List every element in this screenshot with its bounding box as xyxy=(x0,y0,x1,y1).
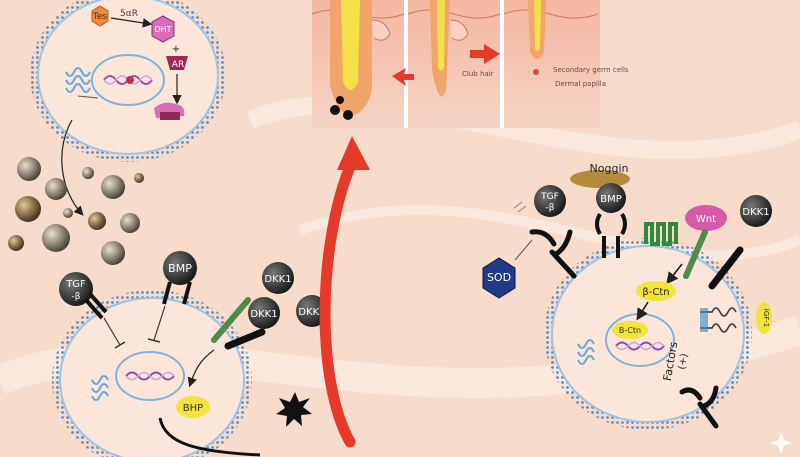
bhp-protein-icon xyxy=(176,396,210,418)
output-arrow xyxy=(158,417,261,457)
dht-label: DHT xyxy=(154,25,171,34)
growth-arrow-head xyxy=(337,136,370,170)
igf-receptor-icon xyxy=(700,307,737,317)
signal-wave-icon xyxy=(91,375,109,401)
bctn-nucleus-label: B-Ctn xyxy=(619,326,641,335)
tgf-label: TGF xyxy=(540,192,559,202)
sod-hexagon-icon xyxy=(482,257,516,299)
tgf-beta-ligand-icon xyxy=(534,185,566,217)
catagen-stage xyxy=(408,0,500,128)
signal-wave-icon xyxy=(65,67,91,93)
bctn-protein-icon xyxy=(636,281,676,301)
secondary-germ-label: Secondary germ cells xyxy=(553,66,629,74)
bhp-label: BHP xyxy=(183,403,203,414)
dermal-papilla-label: Dermal papilla xyxy=(555,80,606,88)
tgf-label: TGF xyxy=(65,279,86,290)
stage-arrow-icon xyxy=(470,44,500,64)
signal-wave-icon xyxy=(577,339,595,365)
bctn-label: β-Ctn xyxy=(642,287,669,298)
secreted-particles xyxy=(8,157,144,265)
wnt-ligand-icon xyxy=(685,205,727,231)
noggin-protein-icon xyxy=(570,170,630,188)
lrp-coreceptor-icon xyxy=(224,328,266,350)
lrp-coreceptor-icon xyxy=(708,246,744,290)
sparkle-icon xyxy=(770,432,792,454)
dkk1-ligand-icon xyxy=(740,195,772,227)
plus-sign: + xyxy=(172,44,180,55)
tgf-sub-label: -β xyxy=(546,203,555,213)
bmp-ligand-icon xyxy=(596,183,626,213)
ar-receptor-icon xyxy=(166,56,188,70)
secretion-arrow xyxy=(61,119,84,216)
tgf-beta-ligand-icon xyxy=(59,272,93,306)
tes-hexagon-icon xyxy=(91,5,109,27)
dkk1-label: DKK1 xyxy=(742,207,769,218)
dkk1-label: DKK1 xyxy=(250,309,277,320)
frizzled-receptor-icon xyxy=(211,297,251,343)
tes-to-dht-arrow xyxy=(110,17,153,28)
dkk1-ligand-icon xyxy=(262,262,294,294)
tes-label: Tes xyxy=(92,12,108,22)
club-hair-label: Club hair xyxy=(462,70,494,78)
noggin-label: Noggin xyxy=(590,162,629,175)
dkk1-ligand-icon xyxy=(248,297,280,329)
particle xyxy=(17,157,41,181)
starburst-icon xyxy=(276,392,312,427)
bmp-receptor-icon xyxy=(162,281,192,305)
bmp-label: BMP xyxy=(168,262,192,275)
tgf-receptor-icon xyxy=(84,292,108,320)
bmp-label: BMP xyxy=(600,194,622,205)
wnt-label: Wnt xyxy=(696,214,716,225)
factor-receptor-icon xyxy=(679,385,719,429)
tgf-sub-label: -β xyxy=(72,292,81,302)
factors-sign-label: (+) xyxy=(677,353,691,371)
sod-label: SOD xyxy=(487,271,511,284)
tgf-receptor-icon xyxy=(529,229,577,279)
bmp-ligand-icon xyxy=(163,251,197,285)
igf-ligand-icon xyxy=(756,302,772,334)
dkk1-label: DKK1 xyxy=(264,274,291,285)
growth-arrow xyxy=(319,156,358,448)
telogen-stage xyxy=(504,0,600,128)
bmp-receptor-icon xyxy=(595,212,627,258)
dkk1-label: DKK1 xyxy=(298,307,325,318)
dht-hexagon-icon xyxy=(151,15,175,43)
frizzled-receptor-icon xyxy=(644,222,678,246)
hair-cycle-panel: Club hair Secondary germ cells Dermal pa… xyxy=(311,0,629,128)
enzyme-label: 5αR xyxy=(120,9,138,19)
bottom-left-cell: TGF -β BMP DKK1 DKK1 DKK1 BHP xyxy=(52,251,328,457)
stage-arrow-icon xyxy=(392,68,414,86)
right-cell: B-Ctn TGF -β SOD Noggin BMP Wnt DKK xyxy=(482,162,772,430)
ar-label: AR xyxy=(172,60,184,70)
top-left-cell: Tes 5αR DHT + AR xyxy=(30,0,226,162)
bctn-nuclear-icon xyxy=(612,321,648,339)
igf-label: IGF-1 xyxy=(762,309,770,328)
